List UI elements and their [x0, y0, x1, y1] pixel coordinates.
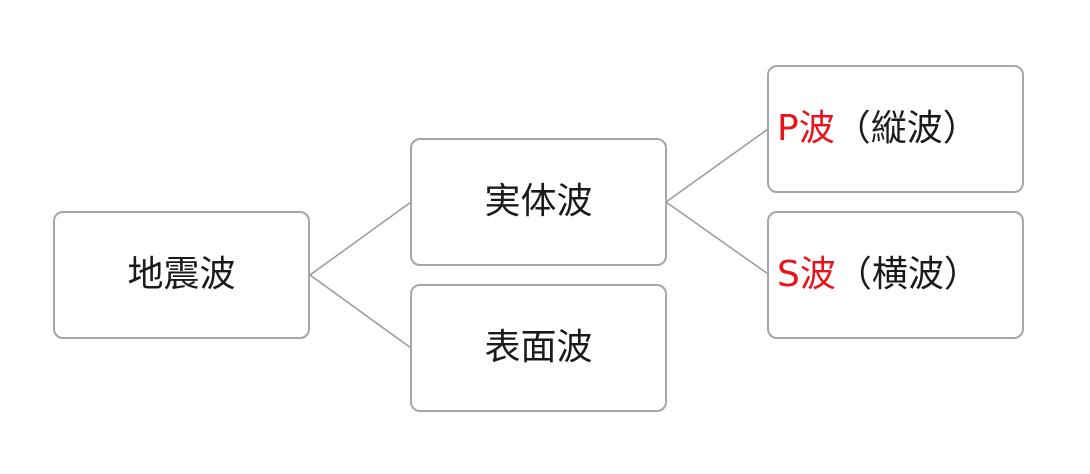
node-s-wave: S波（横波）: [767, 211, 1024, 339]
node-p-wave: P波（縦波）: [767, 65, 1024, 193]
p-wave-name: P波: [777, 108, 835, 149]
node-body-wave: 実体波: [410, 138, 667, 266]
connector-body-wave-to-p-wave: [665, 128, 769, 203]
s-wave-name: S波: [777, 254, 836, 295]
node-surface-wave: 表面波: [410, 284, 667, 412]
connector-root-to-body-wave: [309, 201, 412, 276]
s-wave-type: （横波）: [835, 254, 980, 295]
p-wave-type: （縦波）: [834, 108, 979, 149]
node-earthquake-wave-label: 地震波: [127, 254, 236, 295]
node-earthquake-wave: 地震波: [53, 211, 310, 339]
connector-body-wave-to-s-wave: [665, 201, 769, 275]
node-surface-wave-label: 表面波: [484, 327, 593, 368]
connector-root-to-surface-wave: [309, 274, 412, 349]
node-body-wave-label: 実体波: [484, 181, 593, 222]
